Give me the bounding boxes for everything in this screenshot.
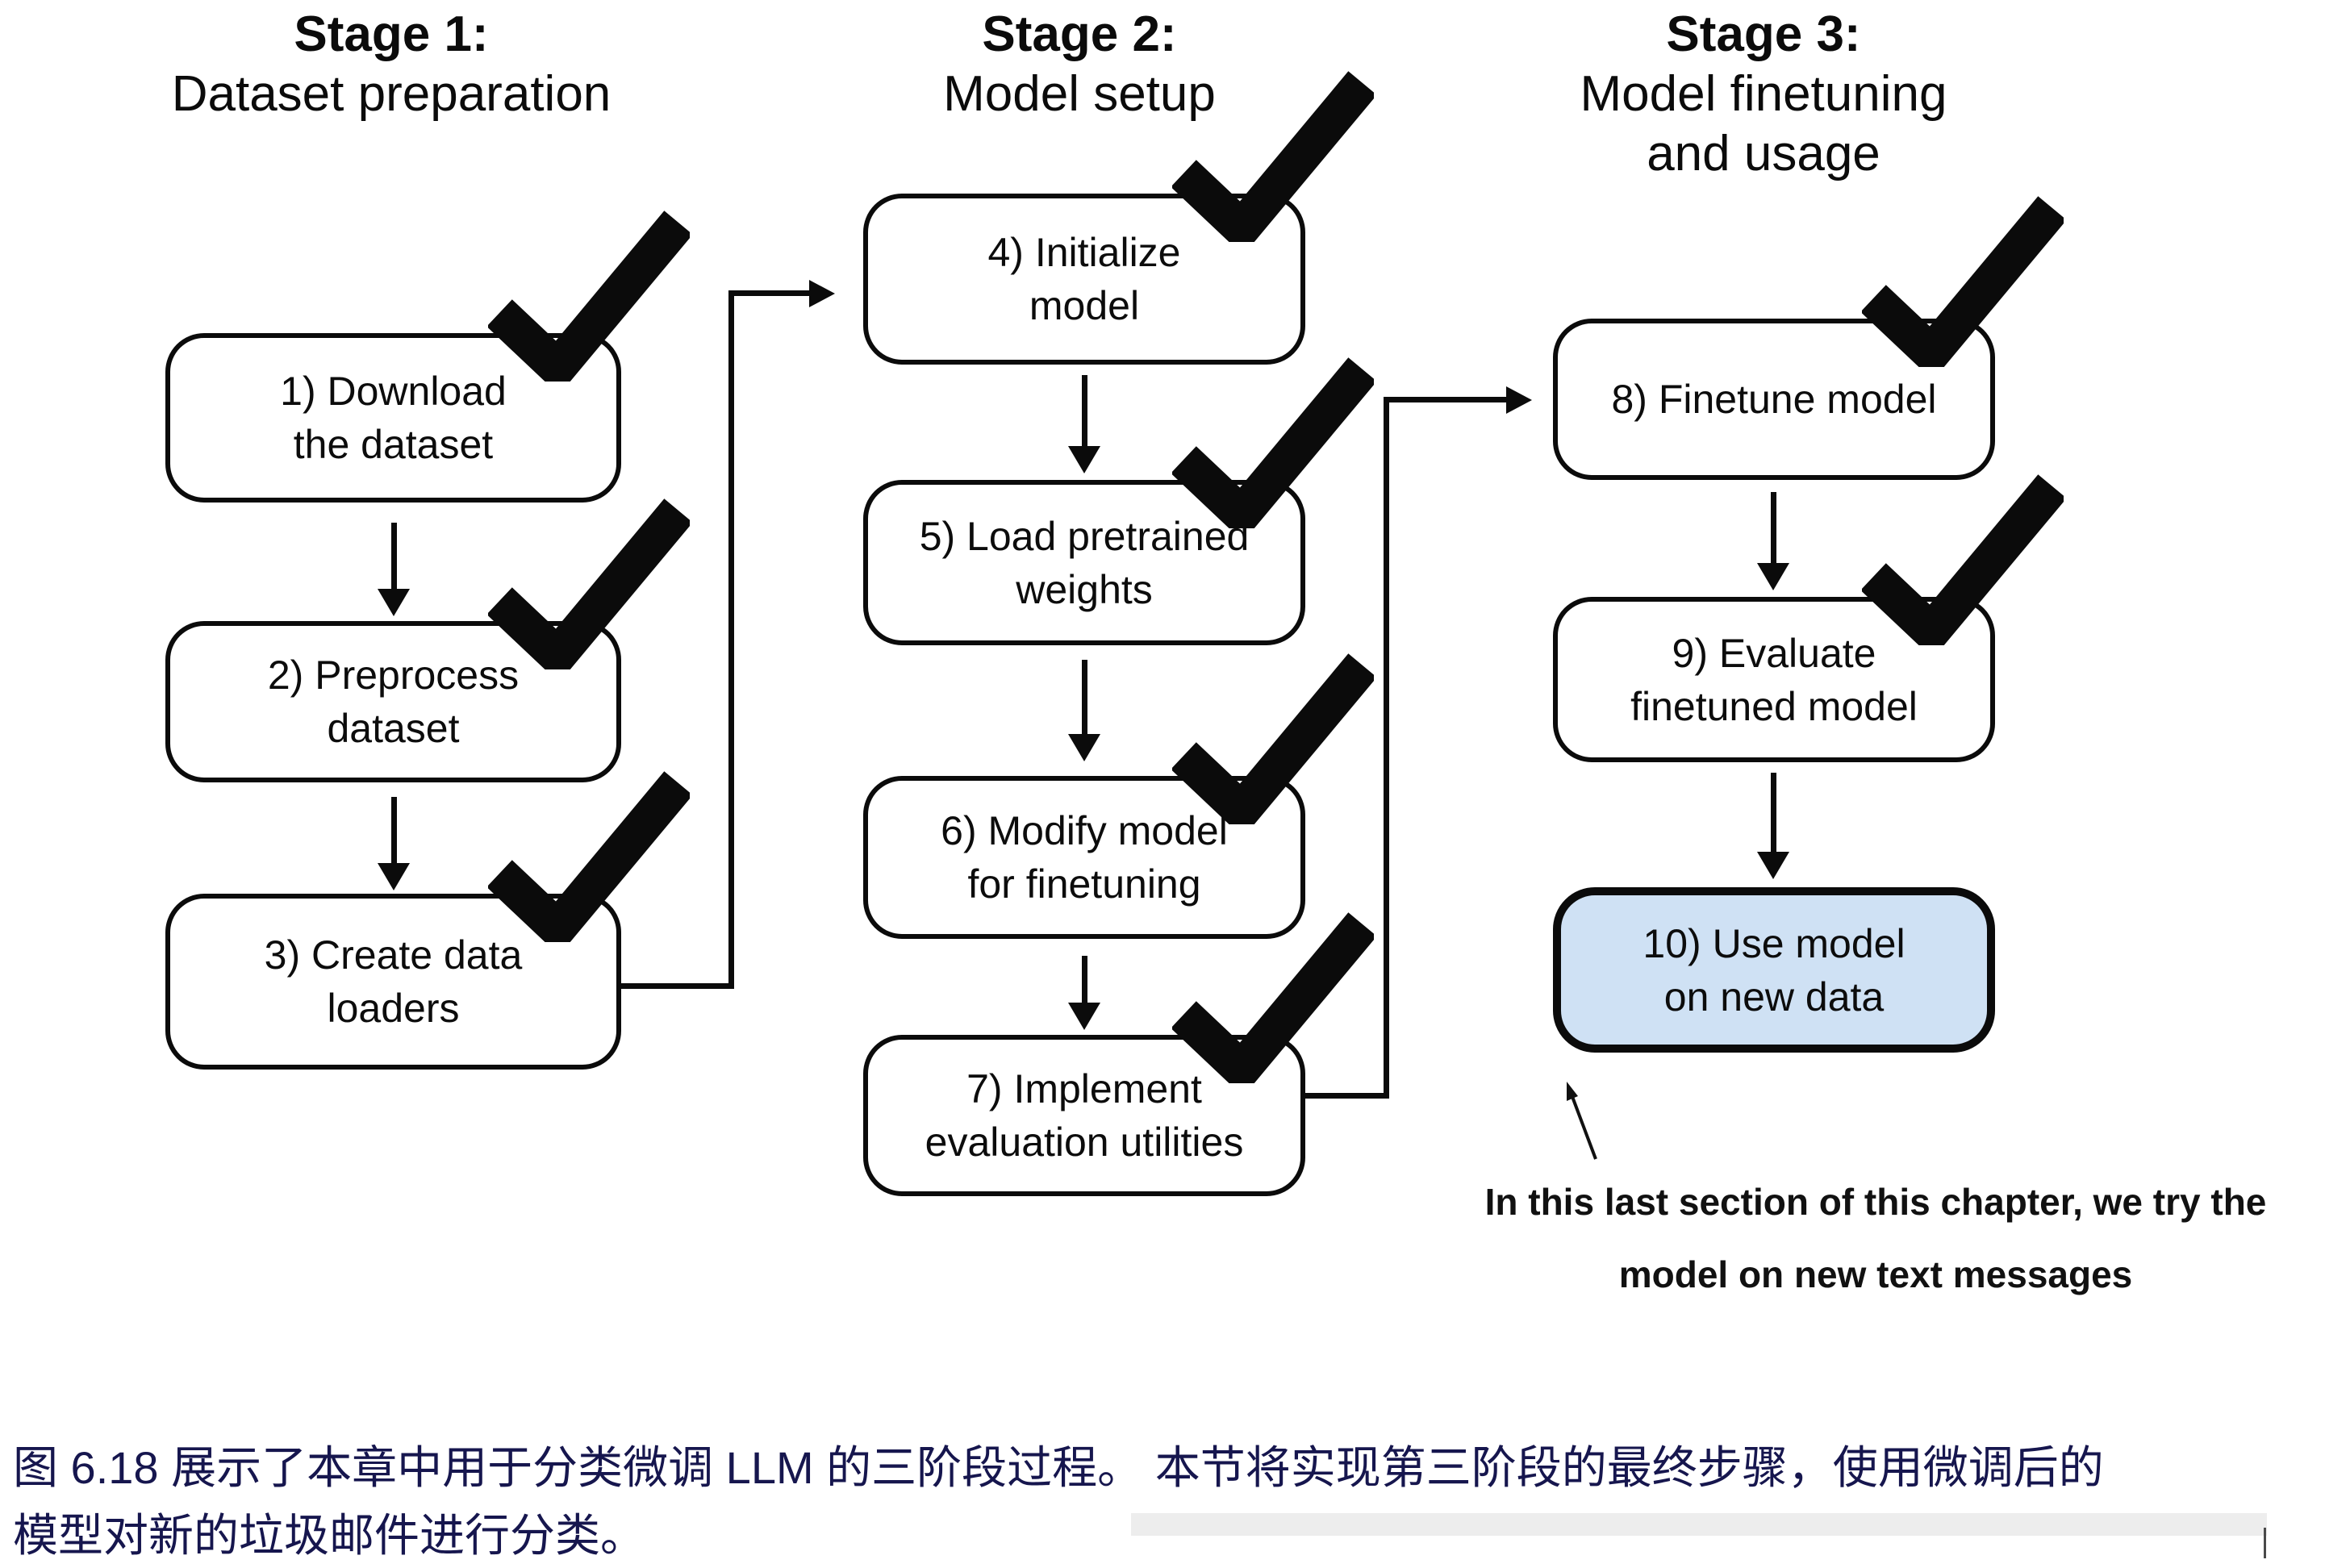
box-10-line-2: on new data [1663,974,1885,1020]
caption-line-1: 图 6.18 展示了本章中用于分类微调 LLM 的三阶段过程。 本节将实现第三阶… [13,1442,2104,1493]
box-4-line-2: model [1029,283,1140,328]
checkmark-icon [488,498,690,669]
stage-3-header: Stage 3: Model finetuning and usage [1457,5,2070,184]
flow-box-2-preprocess-dataset: 2) Preprocess dataset [165,621,621,782]
checkmark-icon [1172,71,1374,242]
stage-2-subtitle: Model setup [943,66,1216,122]
down-arrow [378,797,410,890]
box-9-line-1: 9) Evaluate [1672,630,1876,676]
annotation-arrow-icon [1567,1082,1597,1160]
flow-box-9-evaluate-model: 9) Evaluate finetuned model [1553,597,1995,762]
checkmark-icon [1862,474,2064,645]
stage-1-subtitle: Dataset preparation [171,66,612,122]
highlight-artifact-band [1131,1513,2267,1536]
annotation-line-2: model on new text messages [1618,1253,2133,1295]
box-2-line-2: dataset [327,706,460,751]
flow-box-1-download-dataset: 1) Download the dataset [165,333,621,503]
checkmark-icon [488,771,690,942]
box-6-line-2: for finetuning [967,861,1201,907]
box-5-line-1: 5) Load pretrained [919,513,1250,559]
box-2-line-1: 2) Preprocess [267,653,520,698]
checkmark-icon [1172,912,1374,1083]
stage-3-subtitle-line-2: and usage [1647,126,1880,181]
box-7-line-1: 7) Implement [966,1066,1202,1111]
down-arrow [1068,956,1100,1030]
box-1-line-2: the dataset [293,422,494,467]
box-1-line-1: 1) Download [280,369,507,414]
stage-1-header: Stage 1: Dataset preparation [85,5,698,124]
flow-box-10-use-model: 10) Use model on new data [1553,887,1995,1053]
text-cursor [2264,1528,2266,1558]
down-arrow [1757,492,1789,590]
checkmark-icon [1172,357,1374,528]
down-arrow [1068,660,1100,761]
stage-3-subtitle-line-1: Model finetuning [1580,66,1947,122]
box-8-line-1: 8) Finetune model [1611,377,1937,422]
stage-2-title: Stage 2: [982,6,1177,62]
caption-line-2: 模型对新的垃圾邮件进行分类。 [13,1510,645,1561]
box-3-line-1: 3) Create data [264,932,523,978]
figure-caption: 图 6.18 展示了本章中用于分类微调 LLM 的三阶段过程。 本节将实现第三阶… [13,1434,2312,1568]
box-10-line-1: 10) Use model [1643,920,1905,966]
annotation-line-1: In this last section of this chapter, we… [1484,1181,2267,1223]
stage-2-header: Stage 2: Model setup [773,5,1386,124]
box-6-line-1: 6) Modify model [941,808,1228,853]
checkmark-icon [488,211,690,382]
box-4-line-1: 4) Initialize [987,230,1181,275]
box-7-line-2: evaluation utilities [925,1120,1244,1165]
down-arrow [378,523,410,616]
box-9-line-2: finetuned model [1630,683,1918,729]
checkmark-icon [1862,196,2064,367]
checkmark-icon [1172,653,1374,824]
down-arrow [1068,375,1100,473]
box-5-line-2: weights [1016,566,1153,612]
box-3-line-2: loaders [327,986,460,1031]
stage-1-title: Stage 1: [294,6,489,62]
down-arrow [1757,773,1789,879]
stage-3-title: Stage 3: [1666,6,1861,62]
